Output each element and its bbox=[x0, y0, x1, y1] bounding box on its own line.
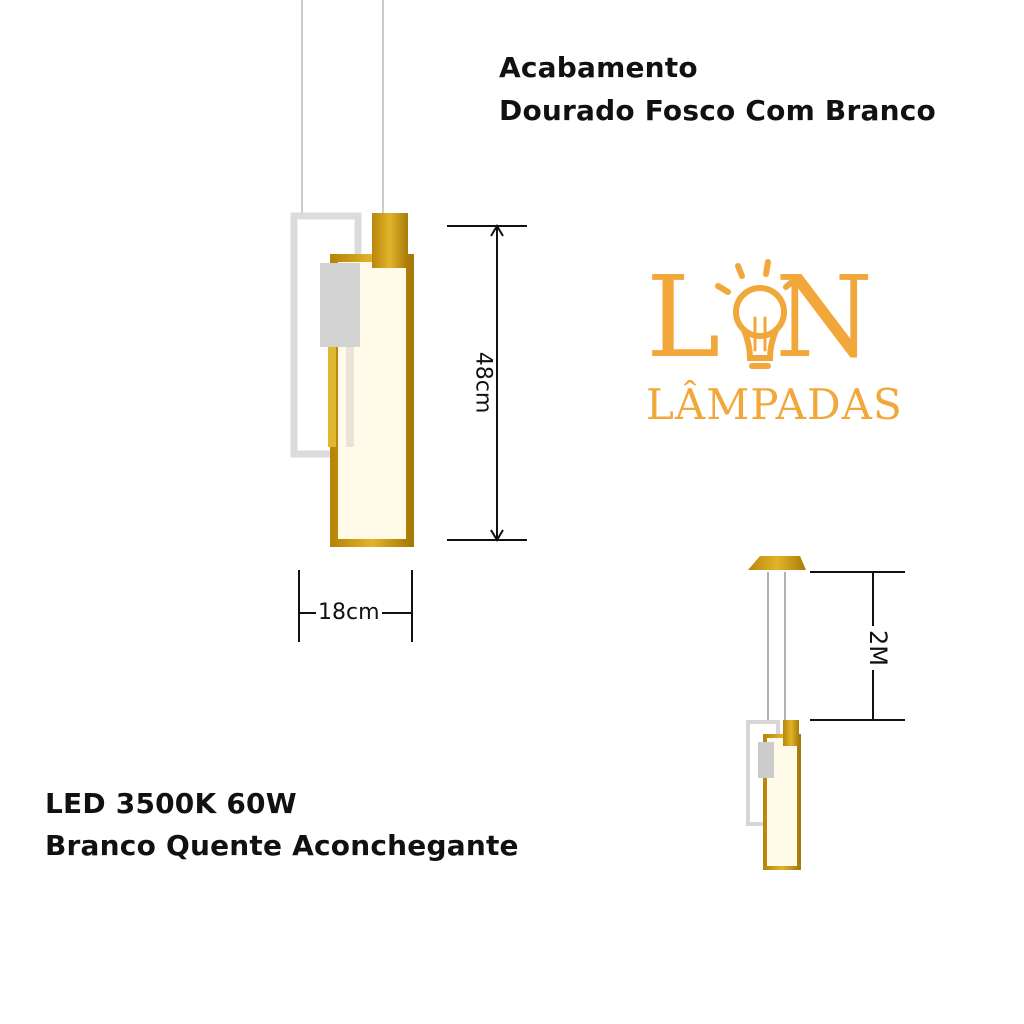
spec-color-temperature: Branco Quente Aconchegante bbox=[45, 829, 519, 862]
width-label: 18cm bbox=[316, 600, 382, 625]
finish-title: Acabamento bbox=[499, 51, 698, 84]
large-pendant-lamp bbox=[290, 0, 414, 547]
logo-subtitle: LÂMPADAS bbox=[646, 380, 903, 429]
spec-power: LED 3500K 60W bbox=[45, 787, 297, 820]
height-label: 48cm bbox=[470, 347, 496, 418]
small-pendant-lamp bbox=[746, 556, 806, 870]
bulb-icon bbox=[715, 259, 797, 369]
logo-letter-l: L bbox=[646, 253, 721, 383]
height-dimension-line bbox=[447, 224, 527, 542]
cable-length-label: 2M bbox=[863, 626, 892, 670]
finish-description: Dourado Fosco Com Branco bbox=[499, 94, 936, 127]
logo-letter-n: N bbox=[775, 253, 873, 383]
